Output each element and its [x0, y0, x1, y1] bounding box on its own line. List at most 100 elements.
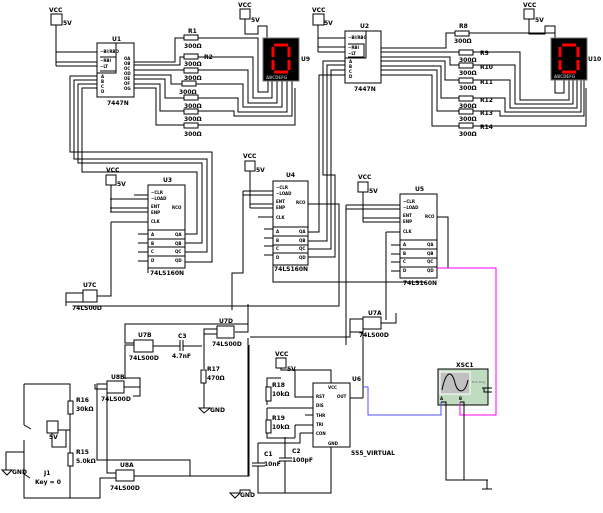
decoder-u2[interactable]: U2 ~BI/RBO ~RBI ~LT A B C D 7447N: [318, 23, 382, 93]
svg-text:OG: OG: [124, 86, 131, 91]
svg-text:U8A: U8A: [120, 462, 134, 469]
svg-text:CLK: CLK: [151, 219, 160, 224]
svg-text:300Ω: 300Ω: [459, 116, 477, 123]
svg-text:5V: 5V: [256, 167, 265, 174]
svg-text:74LS00D: 74LS00D: [359, 332, 389, 339]
svg-text:ABCDEFG: ABCDEFG: [554, 74, 575, 79]
svg-text:A: A: [403, 242, 407, 247]
svg-text:555_VIRTUAL: 555_VIRTUAL: [351, 450, 395, 457]
svg-text:74LS160N: 74LS160N: [403, 280, 437, 287]
decoder-u1[interactable]: U1 ~BI/RBO ~RBI ~LT A B C D OA OB OC OD …: [56, 36, 135, 107]
battery-icon: 5V: [46, 420, 59, 441]
svg-text:~LT: ~LT: [100, 64, 108, 69]
svg-text:A: A: [101, 74, 105, 79]
svg-text:QD: QD: [175, 258, 182, 263]
nand-gate-u7b[interactable]: U7B 74LS00D: [124, 304, 249, 362]
svg-text:5V: 5V: [369, 188, 378, 195]
svg-text:300Ω: 300Ω: [179, 89, 197, 96]
oscilloscope-xsc1[interactable]: XSC1 Ext Trig A B: [437, 362, 492, 406]
svg-text:B: B: [276, 238, 279, 243]
svg-text:5V: 5V: [49, 434, 58, 441]
svg-text:D: D: [349, 74, 353, 79]
nand-gate-u7d[interactable]: U7D 74LS00D: [203, 318, 242, 369]
svg-text:ENT: ENT: [151, 204, 160, 209]
svg-text:~BI/RBO: ~BI/RBO: [348, 35, 367, 40]
timer-555-u6[interactable]: U6 VCC RST DIS THR TRI CON GND OUT 555_V…: [312, 376, 395, 457]
svg-text:B: B: [349, 64, 352, 69]
counter-u4[interactable]: U4 ~CLR ~LOAD ENT ENP CLK RCO A B C D QA…: [74, 172, 425, 310]
svg-text:CLK: CLK: [276, 215, 285, 220]
svg-text:100pF: 100pF: [292, 457, 313, 464]
svg-text:~CLR: ~CLR: [276, 185, 288, 190]
svg-text:RCO: RCO: [172, 205, 182, 210]
svg-text:R16: R16: [76, 397, 89, 404]
nand-gate-u7c[interactable]: U7C 74LS00D: [65, 222, 112, 312]
svg-text:U9: U9: [301, 56, 310, 63]
svg-text:A: A: [440, 396, 444, 401]
svg-text:U10: U10: [588, 56, 601, 63]
ground-r17: GND: [197, 407, 225, 414]
resistor-r4: 300Ω: [179, 80, 197, 96]
counter-u5[interactable]: U5 ~CLR ~LOAD ENT ENP CLK RCO A B C D QA…: [345, 186, 449, 345]
svg-text:C: C: [151, 249, 154, 254]
vcc-source-u2[interactable]: VCC 5V: [312, 7, 333, 52]
svg-text:TRI: TRI: [316, 422, 324, 427]
svg-text:CON: CON: [316, 431, 326, 436]
resistor-r16: R16 30kΩ: [67, 397, 93, 415]
svg-text:OA: OA: [124, 56, 131, 61]
resistor-r18: R18 10kΩ: [265, 382, 289, 402]
svg-text:VCC: VCC: [275, 351, 289, 358]
capacitor-c3: C3 4.7nF: [172, 333, 202, 360]
svg-text:300Ω: 300Ω: [459, 103, 477, 110]
svg-text:~LT: ~LT: [348, 51, 356, 56]
svg-text:RCO: RCO: [296, 200, 306, 205]
svg-text:C3: C3: [178, 333, 187, 340]
svg-text:R18: R18: [272, 382, 285, 389]
svg-text:GND: GND: [240, 492, 255, 499]
vcc-source-u10[interactable]: VCC 5V: [523, 2, 556, 38]
resistor-r7: 300Ω: [183, 122, 202, 138]
svg-text:QB: QB: [299, 238, 305, 243]
wires-u2-to-u10: [381, 32, 587, 127]
svg-text:4.7nF: 4.7nF: [172, 353, 191, 360]
vcc-source-u1[interactable]: VCC 5V: [49, 7, 72, 66]
svg-text:74LS160N: 74LS160N: [274, 266, 308, 273]
svg-text:Key = 0: Key = 0: [35, 479, 61, 486]
svg-text:~RBI: ~RBI: [348, 45, 359, 50]
svg-text:XSC1: XSC1: [456, 362, 474, 369]
vcc-source-u4[interactable]: VCC 5V: [243, 153, 265, 208]
resistor-r19: R19 10kΩ: [265, 415, 289, 434]
nand-gate-u7a[interactable]: U7A 74LS00D: [250, 310, 397, 398]
svg-text:300Ω: 300Ω: [459, 70, 477, 77]
svg-text:5V: 5V: [535, 17, 544, 24]
nand-gate-u8b[interactable]: U8B 74LS00D: [96, 344, 191, 476]
vcc-source-u9[interactable]: VCC 5V: [238, 2, 268, 38]
vcc-source-u3[interactable]: VCC 5V: [105, 167, 126, 212]
svg-text:U1: U1: [112, 36, 121, 43]
resistor-r15: R15 5.0kΩ: [67, 449, 96, 467]
svg-text:RCO: RCO: [425, 214, 435, 219]
wire-scope-channel-a: [363, 386, 442, 416]
svg-text:74LS00D: 74LS00D: [101, 396, 131, 403]
svg-text:VCC: VCC: [49, 7, 63, 14]
svg-text:C: C: [101, 84, 104, 89]
svg-text:ENP: ENP: [403, 219, 412, 224]
vcc-source-u5[interactable]: VCC 5V: [357, 174, 378, 222]
capacitor-c1: C1 10nF: [252, 451, 281, 468]
svg-text:ENP: ENP: [151, 210, 160, 215]
svg-text:D: D: [276, 255, 280, 260]
svg-text:U7C: U7C: [83, 282, 97, 289]
switch-j1[interactable]: J1 Key = 0: [23, 424, 61, 486]
counter-u3[interactable]: U3 ~CLR ~LOAD ENT ENP CLK RCO A B C D QA…: [110, 177, 186, 277]
svg-text:B: B: [101, 79, 104, 84]
svg-text:QB: QB: [175, 241, 181, 246]
svg-text:~CLR: ~CLR: [151, 190, 163, 195]
svg-text:300Ω: 300Ω: [184, 61, 202, 68]
svg-text:~BI/RBO: ~BI/RBO: [100, 49, 119, 54]
svg-text:Ext Trig: Ext Trig: [472, 380, 485, 384]
svg-text:ENT: ENT: [403, 213, 412, 218]
svg-text:THR: THR: [316, 413, 325, 418]
